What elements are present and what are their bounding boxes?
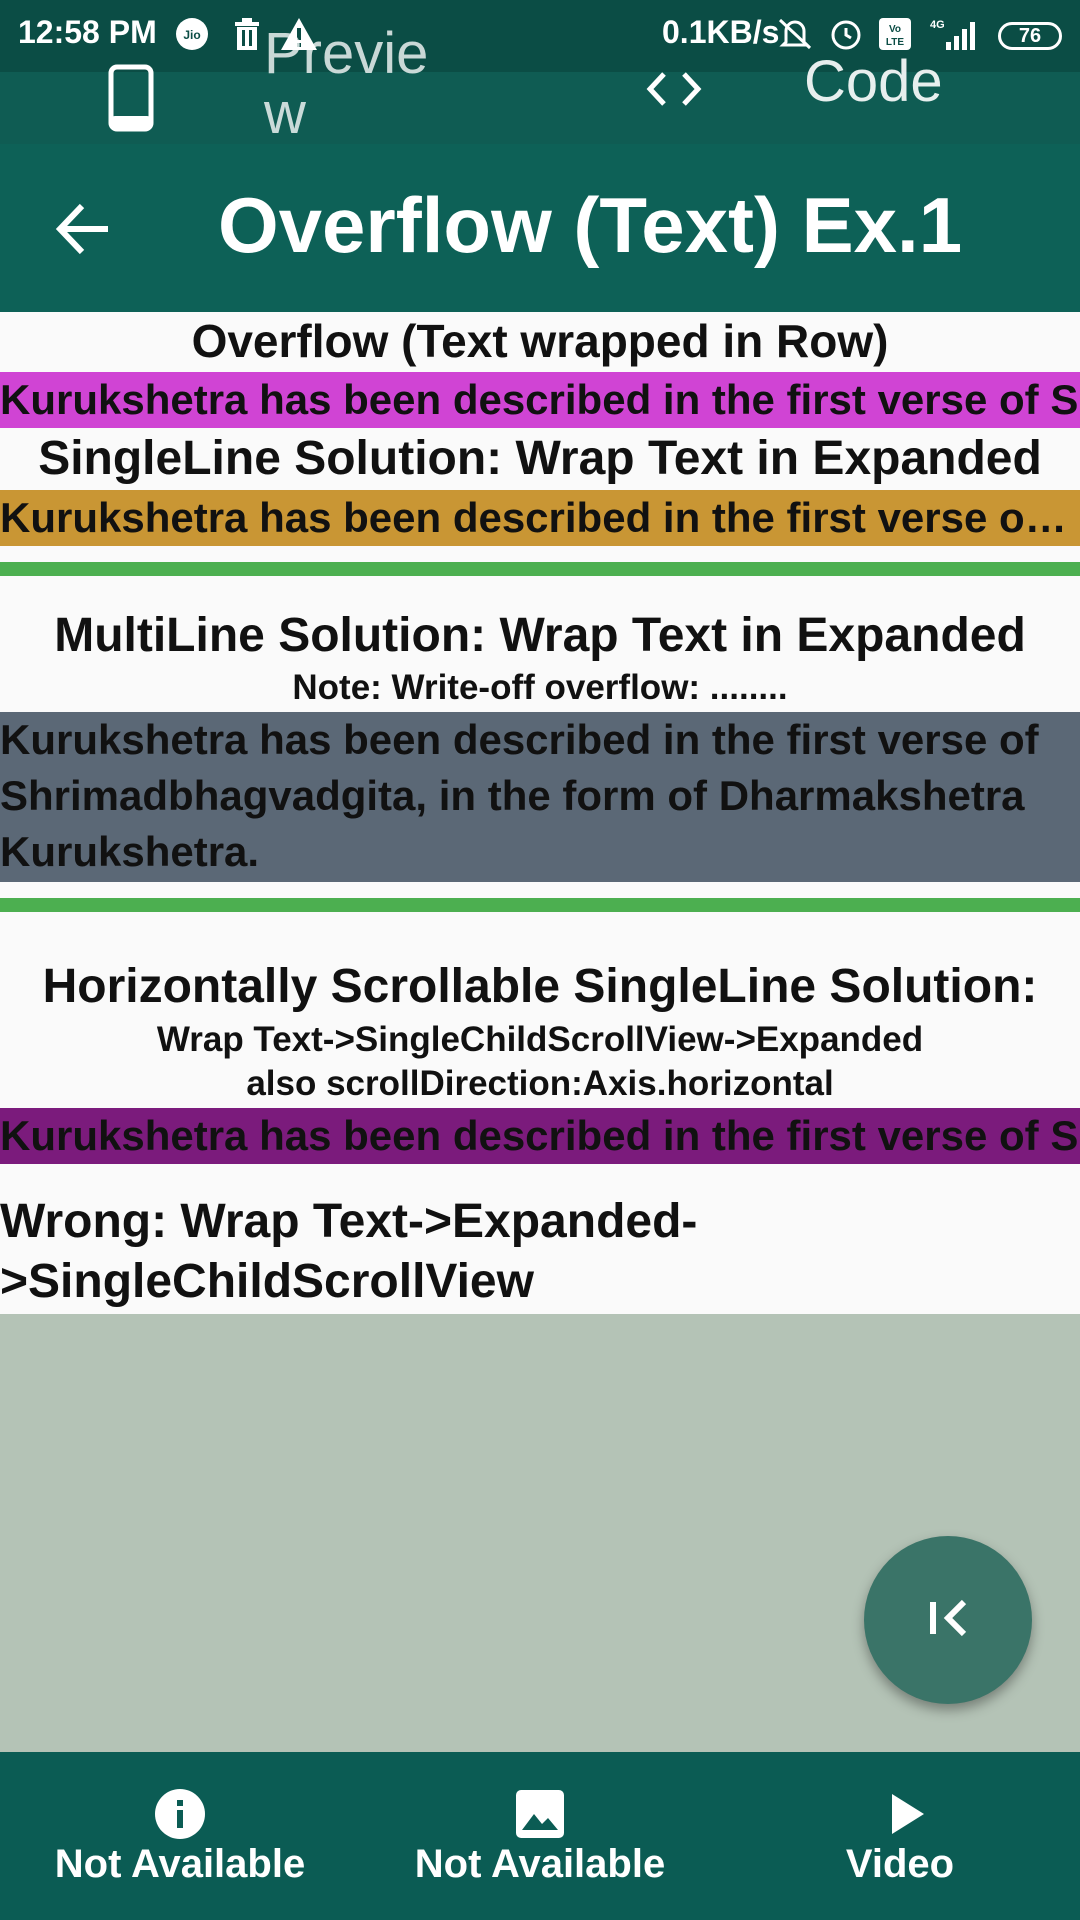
bottom-nav: Not Available Not Available Video <box>0 1752 1080 1920</box>
play-icon <box>880 1788 932 1840</box>
tab-preview-label[interactable]: Previe w <box>264 21 429 146</box>
multiline-note: Note: Write-off overflow: ........ <box>292 668 788 707</box>
row-overflow-heading: Overflow (Text wrapped in Row) <box>191 315 889 367</box>
battery-icon: 76 <box>998 22 1062 50</box>
scrollable-heading: Horizontally Scrollable SingleLine Solut… <box>42 960 1038 1013</box>
divider <box>0 898 1080 912</box>
mute-icon <box>776 16 814 52</box>
page-title: Overflow (Text) Ex.1 <box>218 181 963 269</box>
scrollable-subheading: Wrap Text->SingleChildScrollView->Expand… <box>156 1020 924 1059</box>
scrollable-subheading: also scrollDirection:Axis.horizontal <box>246 1064 834 1103</box>
jio-icon: Jio <box>174 16 210 52</box>
svg-text:4G: 4G <box>930 19 945 31</box>
wrong-heading: Wrong: Wrap Text->Expanded- >SingleChild… <box>0 1192 1080 1312</box>
tab-preview[interactable] <box>90 52 480 144</box>
back-button[interactable] <box>50 194 120 264</box>
bottom-nav-label: Not Available <box>54 1842 306 1886</box>
wrong-heading-line: Wrong: Wrap Text->Expanded- <box>0 1195 698 1248</box>
wrong-heading-line: >SingleChildScrollView <box>0 1255 534 1308</box>
bottom-nav-label: Video <box>845 1842 955 1886</box>
tab-code[interactable] <box>620 60 1060 144</box>
tab-code-label[interactable]: Code <box>804 49 943 114</box>
bottom-nav-item-video[interactable]: Video <box>740 1752 1060 1920</box>
warning-icon <box>280 16 318 52</box>
tab-bar: Previe w Code <box>0 24 1080 144</box>
svg-text:Jio: Jio <box>183 28 200 42</box>
row-overflow-text: Kurukshetra has been described in the fi… <box>0 372 1080 428</box>
singleline-text: Kurukshetra has been described in the fi… <box>0 490 1080 546</box>
svg-text:Vo: Vo <box>889 24 901 35</box>
divider <box>0 562 1080 576</box>
singleline-heading: SingleLine Solution: Wrap Text in Expand… <box>38 432 1042 485</box>
back-to-first-button[interactable] <box>864 1536 1032 1704</box>
phone-icon <box>108 64 154 136</box>
delete-icon <box>232 16 262 52</box>
net-speed: 0.1KB/s <box>662 14 780 50</box>
image-icon <box>514 1788 566 1840</box>
bottom-nav-item-info[interactable]: Not Available <box>20 1752 340 1920</box>
svg-text:LTE: LTE <box>886 37 904 48</box>
first-page-icon <box>920 1590 976 1650</box>
app-bar: Overflow (Text) Ex.1 <box>0 144 1080 312</box>
multiline-heading: MultiLine Solution: Wrap Text in Expande… <box>54 609 1026 662</box>
info-icon <box>154 1788 206 1840</box>
bottom-nav-item-image[interactable]: Not Available <box>380 1752 700 1920</box>
arrow-back-icon <box>50 203 120 268</box>
bottom-nav-label: Not Available <box>414 1842 666 1886</box>
code-brackets-icon <box>642 66 706 116</box>
status-time: 12:58 PM <box>18 14 157 50</box>
multiline-text: Kurukshetra has been described in the fi… <box>0 712 1080 882</box>
scrollable-text[interactable]: Kurukshetra has been described in the fi… <box>0 1108 1080 1164</box>
signal-icon: 4G <box>924 16 984 52</box>
alarm-icon <box>828 16 864 52</box>
